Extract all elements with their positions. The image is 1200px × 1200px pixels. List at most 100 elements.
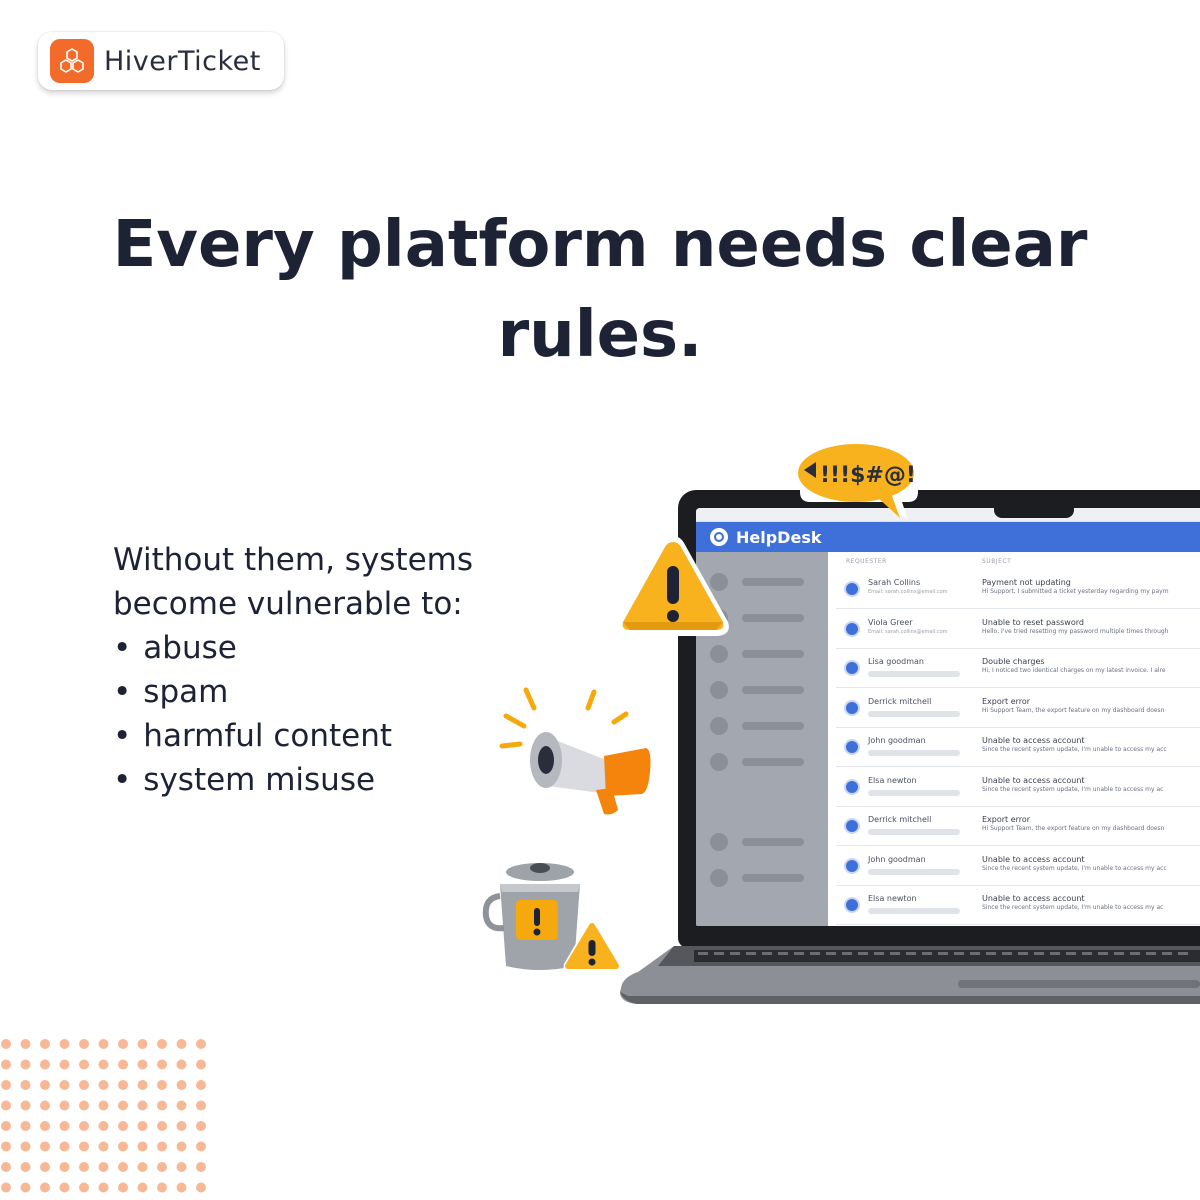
list-item: • abuse: [113, 626, 392, 670]
decorative-dot: [176, 1141, 187, 1152]
brand-name: HiverTicket: [104, 45, 261, 77]
list-item: •system misuse: [113, 758, 392, 802]
helpdesk-header: HelpDesk: [696, 522, 1200, 552]
ticket-subject: Export error: [982, 815, 1031, 824]
ticket-subject: Unable to access account: [982, 775, 1085, 785]
user-avatar-icon: [844, 778, 860, 795]
intro-text: Without them, systems become vulnerable …: [113, 542, 474, 622]
ticket-preview: Since the recent system update, I'm unab…: [982, 864, 1167, 872]
decorative-dot: [137, 1162, 148, 1172]
ticket-subject: Double charges: [982, 657, 1045, 666]
sidebar-icon: [710, 717, 728, 735]
sidebar-label-placeholder: [742, 874, 804, 882]
decorative-dot: [40, 1100, 50, 1111]
page-headline: Every platform needs clear rules.: [112, 208, 1088, 372]
sidebar-label-placeholder: [742, 686, 804, 694]
decorative-dot: [40, 1162, 50, 1172]
list-item-label: spam: [143, 674, 229, 710]
user-avatar-icon: [844, 699, 860, 716]
ticket-subject: Export error: [982, 696, 1031, 706]
requester-name: Derrick mitchell: [868, 815, 932, 824]
email-placeholder: [868, 750, 960, 756]
sidebar-label-placeholder: [742, 838, 804, 846]
decorative-dot: [79, 1100, 89, 1111]
decorative-dot: [176, 1059, 187, 1070]
decorative-dot: [1, 1141, 11, 1152]
decorative-dot: [79, 1121, 89, 1131]
decorative-dot: [20, 1141, 31, 1152]
decorative-dot: [79, 1059, 89, 1070]
decorative-dot: [196, 1141, 206, 1152]
decorative-dot: [137, 1080, 148, 1090]
decorative-dot: [137, 1121, 148, 1131]
sidebar-label-placeholder: [742, 650, 804, 658]
speech-bubble-icon: !!!$#@!: [798, 444, 918, 520]
decorative-dot: [59, 1182, 70, 1193]
ticket-preview: Since the recent system update, I'm unab…: [982, 904, 1164, 911]
decorative-dot: [98, 1121, 109, 1131]
sidebar-item[interactable]: [710, 644, 804, 664]
decorative-dot: [79, 1141, 89, 1152]
list-item-label: abuse: [143, 630, 237, 666]
sidebar-icon: [710, 869, 728, 887]
column-header-subject: SUBJECT: [982, 558, 1012, 565]
decorative-dot: [20, 1182, 31, 1193]
sidebar-item[interactable]: [710, 716, 804, 736]
decorative-dot: [196, 1039, 206, 1049]
sidebar-icon: [710, 573, 728, 591]
decorative-dot: [1, 1080, 11, 1090]
decorative-dot: [176, 1039, 187, 1049]
decorative-dot: [79, 1080, 89, 1090]
sidebar-item[interactable]: [710, 868, 804, 888]
decorative-dot: [59, 1039, 70, 1049]
user-avatar-icon: [844, 857, 860, 874]
bullet-marker: •: [113, 630, 132, 666]
sidebar-icon: [710, 833, 728, 851]
decorative-dot: [176, 1100, 187, 1111]
sidebar-label-placeholder: [742, 614, 804, 622]
decorative-dot: [98, 1080, 109, 1090]
decorative-dot: [40, 1039, 50, 1049]
decorative-dot: [79, 1039, 89, 1049]
ticket-preview: Hi, I noticed two identical charges on m…: [982, 667, 1166, 674]
decorative-dot: [40, 1121, 50, 1131]
bullet-marker: •: [113, 718, 132, 754]
decorative-dot: [59, 1080, 70, 1090]
list-item-label: harmful content: [143, 718, 393, 754]
requester-name: Derrick mitchell: [868, 696, 932, 706]
decorative-dot: [20, 1121, 31, 1131]
decorative-dot: [176, 1182, 187, 1193]
decorative-dot: [196, 1059, 206, 1070]
decorative-dot: [40, 1059, 50, 1070]
decorative-dot: [157, 1100, 167, 1111]
decorative-dot: [196, 1100, 206, 1111]
decorative-dot: [20, 1162, 31, 1172]
user-avatar-icon: [844, 660, 860, 676]
user-avatar-icon: [844, 818, 860, 834]
decorative-dot: [157, 1162, 167, 1172]
ticket-subject: Unable to access account: [982, 736, 1085, 745]
sidebar-item[interactable]: [710, 832, 804, 852]
email-placeholder: [868, 829, 960, 835]
decorative-dot: [59, 1141, 70, 1152]
decorative-dot: [79, 1162, 89, 1172]
sidebar-item[interactable]: [710, 572, 804, 592]
decorative-dot: [118, 1080, 128, 1090]
sidebar-item[interactable]: [710, 680, 804, 700]
decorative-dot: [137, 1039, 148, 1049]
decorative-dot: [1, 1182, 11, 1193]
requester-name: Sarah Collins: [868, 578, 921, 587]
decorative-dot: [98, 1059, 109, 1070]
sidebar-item[interactable]: [710, 752, 804, 772]
sidebar-label-placeholder: [742, 578, 804, 586]
